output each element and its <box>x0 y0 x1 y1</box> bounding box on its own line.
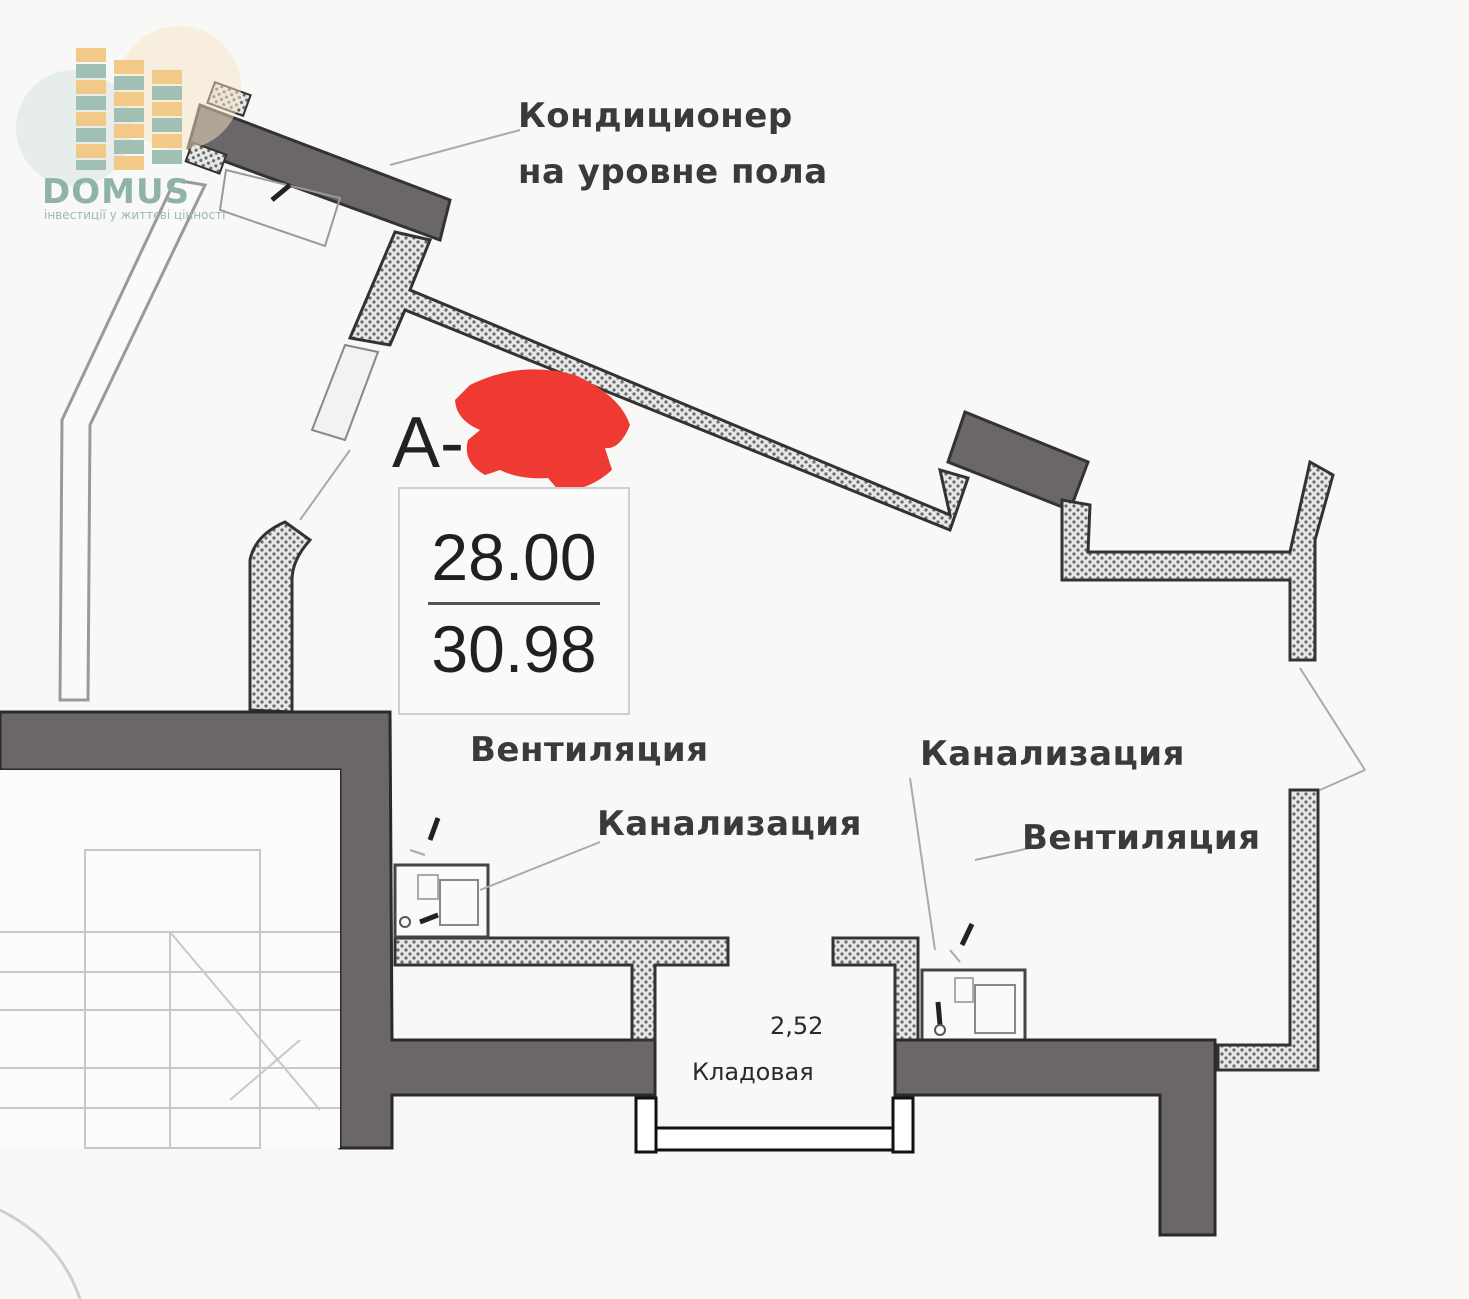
window-leader <box>299 449 351 521</box>
right-wall <box>1060 459 1335 662</box>
storage-door <box>891 1096 915 1154</box>
ac-outline <box>218 168 342 248</box>
ac-unit-tab <box>184 141 228 175</box>
storage-door <box>634 1096 658 1154</box>
upper-wall <box>347 230 970 532</box>
apartment-code: А- <box>392 403 464 483</box>
logo-buildings-icon <box>16 26 241 186</box>
facade-block <box>946 410 1090 512</box>
logo-name: DOMUS <box>42 172 191 212</box>
sewer-leader-left <box>419 912 439 925</box>
vent-label-left: Вентиляция <box>470 730 709 770</box>
storage-area: 2,52 <box>770 1012 824 1040</box>
vent-leader-left <box>427 817 441 841</box>
background-arc <box>0 1208 82 1299</box>
area-living: 28.00 <box>431 520 597 594</box>
window-leader <box>1319 769 1366 791</box>
sewer-label-left: Канализация <box>597 804 862 844</box>
right-dark-wall <box>893 1038 1217 1237</box>
redaction-mark <box>455 369 630 492</box>
left-wall <box>248 520 313 714</box>
area-total: 30.98 <box>431 612 597 686</box>
ac-leader <box>270 183 292 202</box>
area-divider <box>428 602 600 605</box>
storage-name: Кладовая <box>692 1058 814 1086</box>
vent-leader-right <box>959 922 975 947</box>
area-box: 28.00 30.98 <box>398 487 630 715</box>
vent-label-right: Вентиляция <box>1022 818 1261 858</box>
logo <box>14 18 244 233</box>
window-leader <box>1299 667 1366 771</box>
sewer-leader-right <box>935 1001 943 1026</box>
ac-leader-line <box>389 129 521 166</box>
balcony-outline <box>58 178 208 702</box>
bottom-wall <box>831 936 920 1042</box>
window-frame <box>310 343 380 442</box>
ac-label: Кондиционер на уровне пола <box>518 96 828 192</box>
bottom-wall <box>393 936 730 1042</box>
right-wall-vertical <box>1216 788 1320 1072</box>
stairs <box>0 849 340 1149</box>
storage-door <box>654 1126 895 1152</box>
logo-tagline: інвестиції у життєві цінності <box>44 208 226 222</box>
sewer-label-right: Канализация <box>920 734 1185 774</box>
